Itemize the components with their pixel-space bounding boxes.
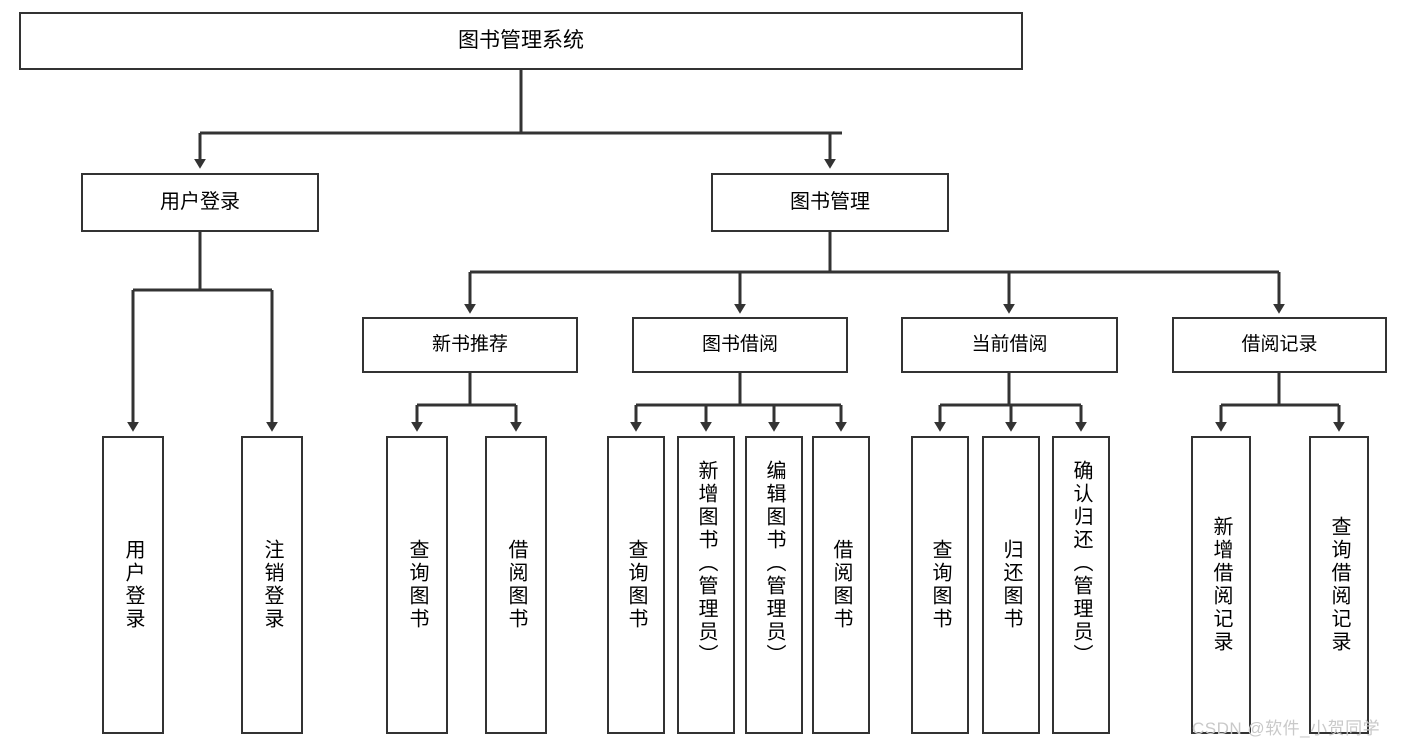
node-book-borrow[interactable]: 图书借阅 bbox=[632, 317, 848, 373]
node-label: 借阅记录 bbox=[1241, 334, 1318, 356]
leaf-confirm-return-admin[interactable]: 确认归还（管理员） bbox=[1052, 436, 1110, 734]
leaf-return-book[interactable]: 归还图书 bbox=[982, 436, 1040, 734]
node-label: 查询借阅记录 bbox=[1328, 516, 1350, 654]
node-label: 新增借阅记录 bbox=[1210, 516, 1232, 654]
leaf-logout[interactable]: 注销登录 bbox=[241, 436, 303, 734]
node-user-login[interactable]: 用户登录 bbox=[81, 173, 319, 232]
node-label: 注销登录 bbox=[261, 539, 283, 631]
node-label: 归还图书 bbox=[1000, 539, 1022, 631]
node-root-system[interactable]: 图书管理系统 bbox=[19, 12, 1023, 70]
leaf-user-login[interactable]: 用户登录 bbox=[102, 436, 164, 734]
node-label: 当前借阅 bbox=[971, 334, 1048, 356]
node-label: 图书借阅 bbox=[701, 334, 778, 356]
node-label: 新书推荐 bbox=[431, 334, 508, 356]
node-label: 新增图书（管理员） bbox=[695, 460, 717, 667]
node-label: 查询图书 bbox=[406, 539, 428, 631]
node-label: 借阅图书 bbox=[505, 539, 527, 631]
node-label: 查询图书 bbox=[929, 539, 951, 631]
node-label: 确认归还（管理员） bbox=[1070, 460, 1092, 667]
node-borrow-record[interactable]: 借阅记录 bbox=[1172, 317, 1387, 373]
leaf-borrow-book-recommend[interactable]: 借阅图书 bbox=[485, 436, 547, 734]
csdn-watermark: CSDN @软件_小贺同学 bbox=[1192, 719, 1381, 738]
node-book-manage[interactable]: 图书管理 bbox=[711, 173, 949, 232]
leaf-edit-book-admin[interactable]: 编辑图书（管理员） bbox=[745, 436, 803, 734]
leaf-query-book-current[interactable]: 查询图书 bbox=[911, 436, 969, 734]
node-label: 用户登录 bbox=[160, 191, 240, 213]
node-label: 借阅图书 bbox=[830, 539, 852, 631]
node-current-borrow[interactable]: 当前借阅 bbox=[901, 317, 1118, 373]
node-label: 图书管理系统 bbox=[458, 28, 584, 52]
leaf-query-book-borrow[interactable]: 查询图书 bbox=[607, 436, 665, 734]
leaf-add-borrow-record[interactable]: 新增借阅记录 bbox=[1191, 436, 1251, 734]
node-label: 用户登录 bbox=[122, 539, 144, 631]
leaf-query-book-recommend[interactable]: 查询图书 bbox=[386, 436, 448, 734]
node-label: 编辑图书（管理员） bbox=[763, 460, 785, 667]
node-new-book-recommend[interactable]: 新书推荐 bbox=[362, 317, 578, 373]
leaf-borrow-book[interactable]: 借阅图书 bbox=[812, 436, 870, 734]
leaf-query-borrow-record[interactable]: 查询借阅记录 bbox=[1309, 436, 1369, 734]
node-label: 查询图书 bbox=[625, 539, 647, 631]
leaf-add-book-admin[interactable]: 新增图书（管理员） bbox=[677, 436, 735, 734]
node-label: 图书管理 bbox=[790, 191, 870, 213]
